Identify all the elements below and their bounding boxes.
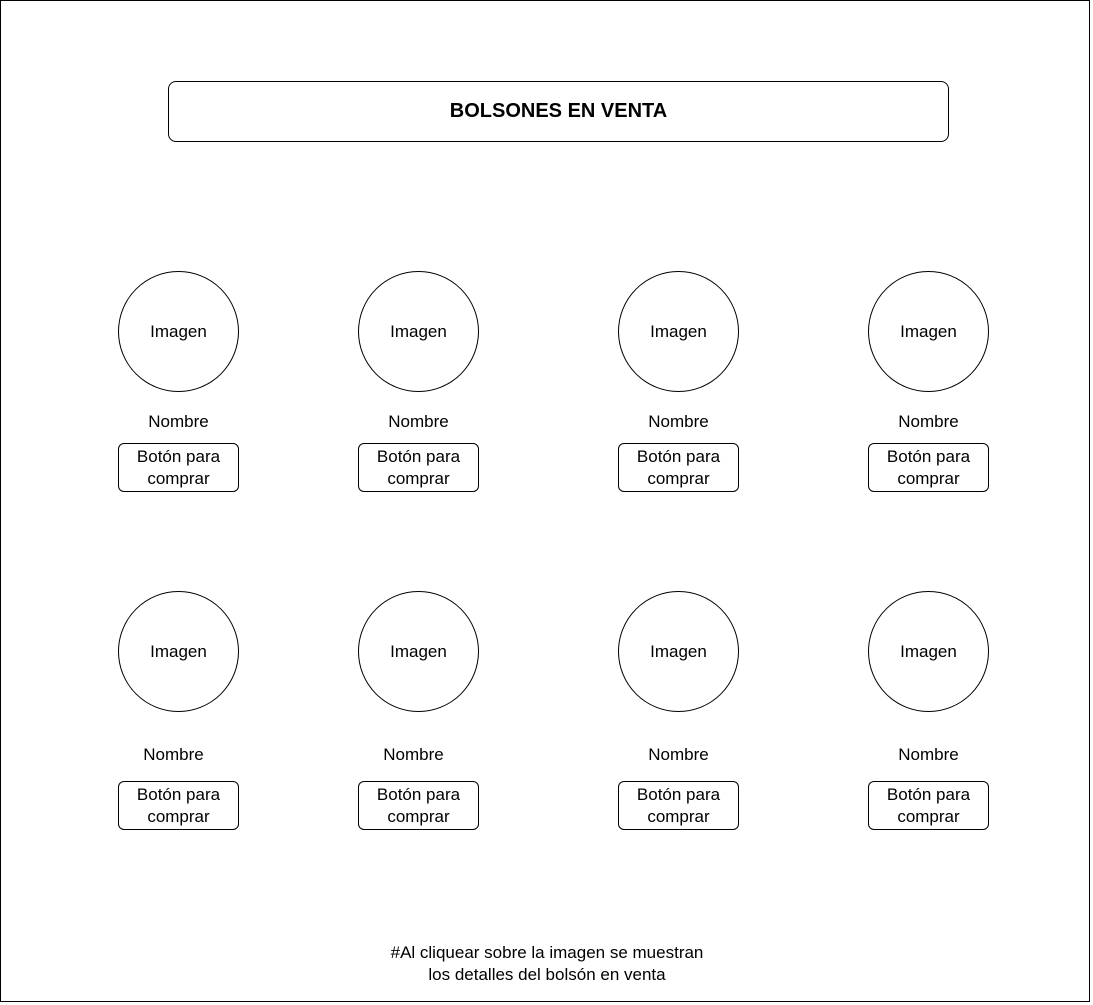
buy-button[interactable]: Botón para comprar (358, 443, 479, 492)
page-title: BOLSONES EN VENTA (168, 81, 949, 142)
product-name: Nombre (898, 745, 959, 764)
buy-button[interactable]: Botón para comprar (618, 443, 739, 492)
product-name: Nombre (143, 745, 204, 764)
product-image[interactable]: Imagen (358, 591, 479, 712)
product-name: Nombre (898, 412, 959, 431)
product-name: Nombre (388, 412, 449, 431)
buy-button[interactable]: Botón para comprar (868, 781, 989, 830)
footer-note-line: los detalles del bolsón en venta (428, 965, 666, 984)
product-name: Nombre (648, 745, 709, 764)
buy-button[interactable]: Botón para comprar (358, 781, 479, 830)
buy-button[interactable]: Botón para comprar (618, 781, 739, 830)
product-image[interactable]: Imagen (358, 271, 479, 392)
buy-button[interactable]: Botón para comprar (868, 443, 989, 492)
buy-button[interactable]: Botón para comprar (118, 443, 239, 492)
product-image[interactable]: Imagen (868, 271, 989, 392)
product-image[interactable]: Imagen (618, 271, 739, 392)
product-name: Nombre (148, 412, 209, 431)
product-image[interactable]: Imagen (118, 591, 239, 712)
buy-button[interactable]: Botón para comprar (118, 781, 239, 830)
product-image[interactable]: Imagen (868, 591, 989, 712)
product-image[interactable]: Imagen (118, 271, 239, 392)
product-image[interactable]: Imagen (618, 591, 739, 712)
footer-note: #Al cliquear sobre la imagen se muestran… (347, 942, 747, 986)
footer-note-line: #Al cliquear sobre la imagen se muestran (390, 943, 704, 962)
product-name: Nombre (383, 745, 444, 764)
product-name: Nombre (648, 412, 709, 431)
